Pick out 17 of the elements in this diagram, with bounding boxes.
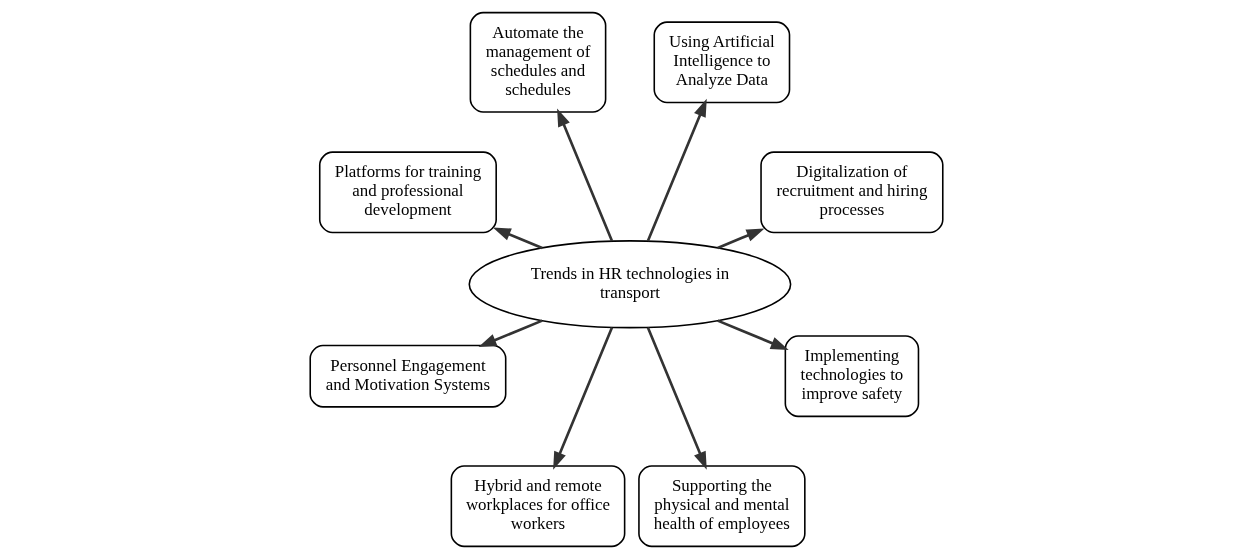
node-box: Using Artificial Intelligence to Analyze Data xyxy=(653,21,791,104)
arrow xyxy=(646,327,707,470)
arrow xyxy=(646,98,707,242)
node-ellipse: Trends in HR technologies in transport xyxy=(468,240,792,329)
node-box: Automate the management of schedules and schedules xyxy=(469,11,607,113)
node-box: Platforms for training and professional development xyxy=(318,151,497,234)
arrow xyxy=(478,319,543,347)
arrow xyxy=(553,327,614,470)
arrow xyxy=(717,319,789,350)
arrow xyxy=(557,108,614,242)
node-box: Supporting the physical and mental health of employees xyxy=(638,465,806,548)
arrow xyxy=(717,228,765,250)
arrow xyxy=(492,227,543,250)
node-box: Hybrid and remote workplaces for office workers xyxy=(450,465,626,548)
node-box: Digitalization of recruitment and hiring processes xyxy=(760,151,944,234)
node-box: Personnel Engagement and Motivation Systems xyxy=(309,344,507,408)
node-box: Implementing technologies to improve safety xyxy=(784,335,920,418)
